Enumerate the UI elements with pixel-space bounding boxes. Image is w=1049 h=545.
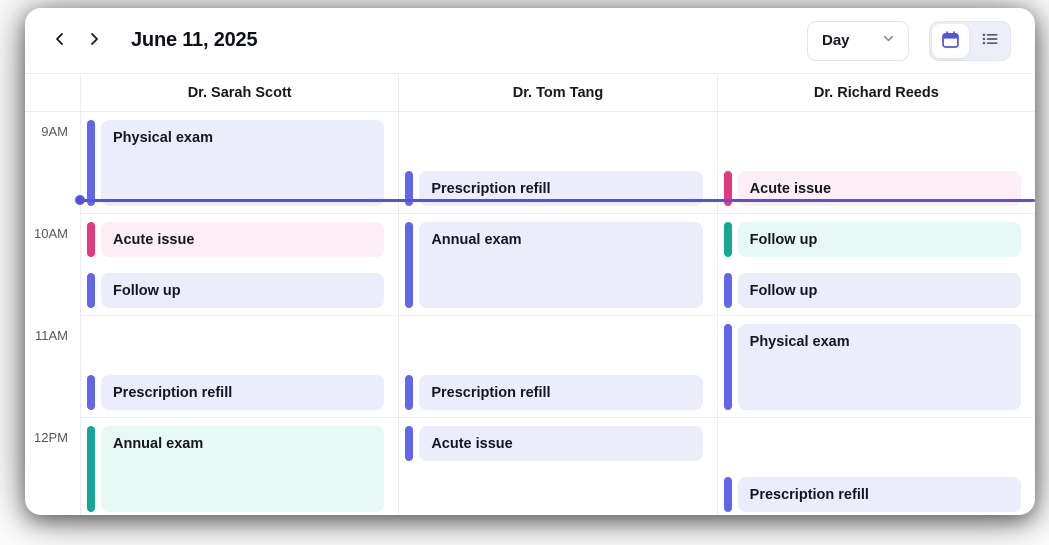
event-title: Follow up <box>737 222 1021 257</box>
calendar-icon <box>940 29 961 53</box>
date-nav <box>49 30 105 52</box>
calendar-event-follow-up[interactable]: Follow up <box>723 273 1021 308</box>
column-header: Dr. Richard Reeds <box>716 74 1035 111</box>
event-title: Annual exam <box>419 222 703 308</box>
event-color-bar <box>723 324 732 410</box>
event-color-bar <box>723 273 732 308</box>
event-title: Prescription refill <box>737 477 1021 512</box>
event-title: Physical exam <box>737 324 1021 410</box>
calendar-event-acute-issue[interactable]: Acute issue <box>405 426 703 461</box>
prev-day-button[interactable] <box>49 30 71 52</box>
event-color-bar <box>87 426 95 512</box>
time-label: 9AM <box>41 124 68 139</box>
toolbar-right: Day <box>807 20 1011 61</box>
event-color-bar <box>723 477 732 512</box>
calendar-event-acute-issue[interactable]: Acute issue <box>87 222 385 257</box>
calendar-event-follow-up[interactable]: Follow up <box>87 273 385 308</box>
calendar-event-annual-exam[interactable]: Annual exam <box>405 222 703 308</box>
time-label: 12PM <box>34 430 68 445</box>
event-title: Prescription refill <box>419 375 703 410</box>
event-title: Follow up <box>101 273 385 308</box>
next-day-button[interactable] <box>83 30 105 52</box>
calendar-event-physical-exam[interactable]: Physical exam <box>87 120 385 206</box>
event-title: Acute issue <box>419 426 703 461</box>
event-color-bar <box>405 171 414 206</box>
current-time-line <box>80 198 1035 202</box>
chevron-left-icon <box>52 31 68 50</box>
toolbar: June 11, 2025 Day <box>25 8 1035 73</box>
event-title: Follow up <box>737 273 1021 308</box>
event-color-bar <box>87 375 95 410</box>
calendar-event-prescription-refill[interactable]: Prescription refill <box>87 375 385 410</box>
calendar-event-annual-exam[interactable]: Annual exam <box>87 426 385 512</box>
event-color-bar <box>723 222 732 257</box>
event-color-bar <box>723 171 732 206</box>
chevron-down-icon <box>881 31 896 51</box>
list-view-button[interactable] <box>971 24 1008 58</box>
view-mode-select[interactable]: Day <box>807 20 909 61</box>
current-time-dot <box>75 195 85 206</box>
calendar-event-follow-up[interactable]: Follow up <box>723 222 1021 257</box>
event-color-bar <box>405 426 414 461</box>
event-title: Acute issue <box>101 222 385 257</box>
event-color-bar <box>87 273 95 308</box>
event-color-bar <box>87 222 95 257</box>
column-header: Dr. Tom Tang <box>398 74 716 111</box>
chevron-right-icon <box>86 31 102 50</box>
event-title: Prescription refill <box>101 375 385 410</box>
event-title: Physical exam <box>101 120 385 206</box>
view-toggle-group <box>929 20 1011 61</box>
time-label: 11AM <box>35 328 68 343</box>
calendar-event-physical-exam[interactable]: Physical exam <box>723 324 1021 410</box>
calendar-event-prescription-refill[interactable]: Prescription refill <box>723 477 1021 512</box>
column-header: Dr. Sarah Scott <box>80 74 398 111</box>
event-color-bar <box>405 375 414 410</box>
event-color-bar <box>405 222 414 308</box>
time-gutter: 9AM 10AM 11AM 12PM <box>25 112 80 515</box>
calendar-view-button[interactable] <box>932 23 969 58</box>
event-color-bar <box>87 120 95 206</box>
view-mode-value: Day <box>822 32 850 49</box>
date-title: June 11, 2025 <box>131 29 258 51</box>
gutter-header-spacer <box>25 74 80 111</box>
time-label: 10AM <box>34 226 68 241</box>
calendar-app: June 11, 2025 Day <box>25 8 1035 515</box>
list-icon <box>980 29 1000 52</box>
calendar-event-prescription-refill[interactable]: Prescription refill <box>405 375 703 410</box>
event-title: Annual exam <box>101 426 385 512</box>
